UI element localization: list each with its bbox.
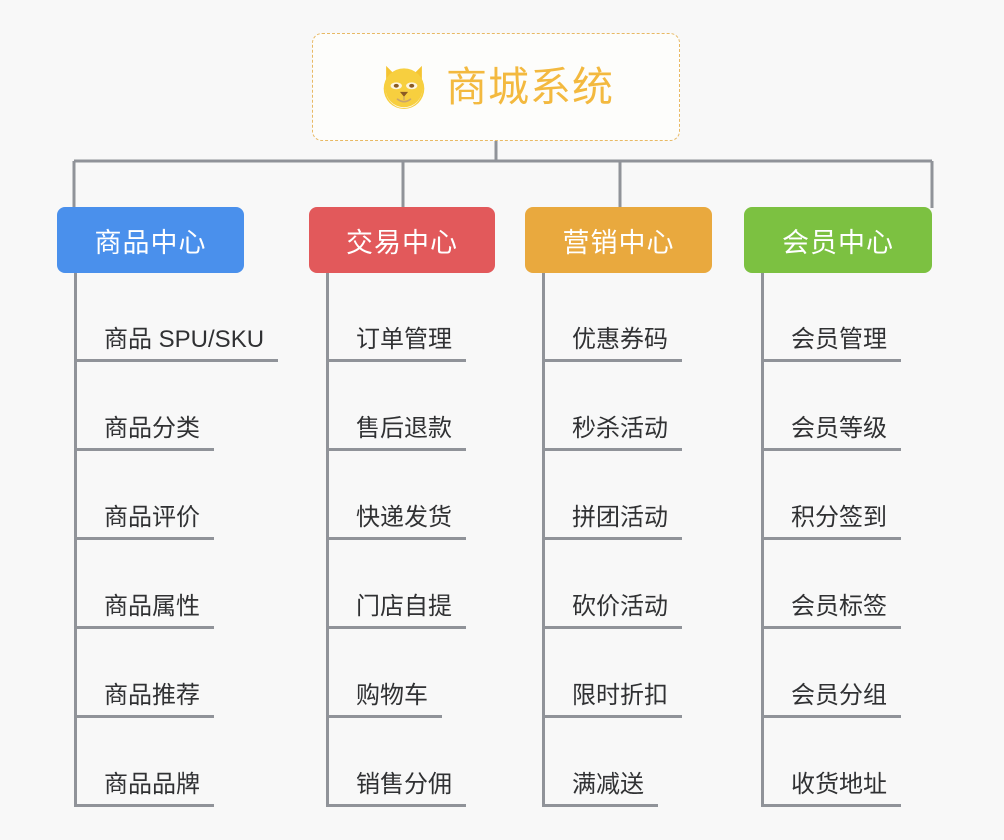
leaf-label: 拼团活动	[542, 504, 682, 540]
leaf-label: 商品推荐	[74, 682, 214, 718]
branch-trunk-4	[761, 273, 764, 807]
root-title: 商城系统	[446, 63, 614, 110]
list-item[interactable]: 收货地址	[761, 718, 901, 807]
shiba-dog-emoji	[383, 65, 425, 110]
branch-label-4: 会员中心	[782, 227, 894, 258]
leaf-label: 门店自提	[326, 593, 466, 629]
list-item[interactable]: 商品品牌	[74, 718, 278, 807]
leaf-list-3: 优惠券码 秒杀活动 拼团活动 砍价活动 限时折扣 满减送	[542, 273, 682, 807]
branch-label-2: 交易中心	[346, 227, 458, 258]
leaf-label: 限时折扣	[542, 682, 682, 718]
leaf-label: 商品 SPU/SKU	[74, 326, 279, 362]
list-item[interactable]: 会员等级	[761, 362, 901, 451]
list-item[interactable]: 会员管理	[761, 273, 901, 362]
list-item[interactable]: 订单管理	[326, 273, 466, 362]
list-item[interactable]: 商品分类	[74, 362, 278, 451]
list-item[interactable]: 拼团活动	[542, 451, 682, 540]
list-item[interactable]: 商品属性	[74, 540, 278, 629]
leaf-label: 商品属性	[74, 593, 214, 629]
leaf-label: 满减送	[542, 771, 658, 807]
leaf-label: 订单管理	[326, 326, 466, 362]
list-item[interactable]: 售后退款	[326, 362, 466, 451]
branch-header-4[interactable]: 会员中心	[744, 207, 932, 273]
list-item[interactable]: 积分签到	[761, 451, 901, 540]
list-item[interactable]: 会员分组	[761, 629, 901, 718]
leaf-label: 快递发货	[326, 504, 466, 540]
root-node[interactable]: 商城系统	[312, 33, 680, 141]
leaf-label: 商品评价	[74, 504, 214, 540]
leaf-label: 优惠券码	[542, 326, 682, 362]
list-item[interactable]: 门店自提	[326, 540, 466, 629]
list-item[interactable]: 会员标签	[761, 540, 901, 629]
branch-label-1: 商品中心	[94, 227, 207, 258]
leaf-label: 积分签到	[761, 504, 901, 540]
leaf-label: 售后退款	[326, 415, 466, 451]
list-item[interactable]: 砍价活动	[542, 540, 682, 629]
leaf-label: 砍价活动	[542, 593, 682, 629]
leaf-label: 秒杀活动	[542, 415, 682, 451]
leaf-list-2: 订单管理 售后退款 快递发货 门店自提 购物车 销售分佣	[326, 273, 466, 807]
branch-header-2[interactable]: 交易中心	[309, 207, 495, 273]
leaf-label: 销售分佣	[326, 771, 466, 807]
branch-header-3[interactable]: 营销中心	[525, 207, 712, 273]
branch-trunk-1	[74, 273, 77, 807]
leaf-list-1: 商品 SPU/SKU 商品分类 商品评价 商品属性 商品推荐 商品品牌	[74, 273, 279, 807]
branch-trunk-2	[326, 273, 329, 807]
leaf-label: 会员标签	[761, 593, 901, 629]
leaf-list-4: 会员管理 会员等级 积分签到 会员标签 会员分组 收货地址	[761, 273, 901, 807]
leaf-label: 购物车	[326, 682, 442, 718]
leaf-label: 商品品牌	[74, 771, 214, 807]
list-item[interactable]: 秒杀活动	[542, 362, 682, 451]
leaf-label: 会员管理	[761, 326, 901, 362]
leaf-label: 商品分类	[74, 415, 214, 451]
leaf-label: 收货地址	[761, 771, 901, 807]
list-item[interactable]: 购物车	[326, 629, 466, 718]
list-item[interactable]: 满减送	[542, 718, 682, 807]
list-item[interactable]: 商品 SPU/SKU	[74, 273, 279, 362]
list-item[interactable]: 商品评价	[74, 451, 278, 540]
list-item[interactable]: 商品推荐	[74, 629, 278, 718]
branch-header-1[interactable]: 商品中心	[57, 207, 244, 273]
branch-label-3: 营销中心	[562, 227, 675, 258]
list-item[interactable]: 销售分佣	[326, 718, 466, 807]
list-item[interactable]: 优惠券码	[542, 273, 682, 362]
leaf-label: 会员分组	[761, 682, 901, 718]
list-item[interactable]: 快递发货	[326, 451, 466, 540]
list-item[interactable]: 限时折扣	[542, 629, 682, 718]
branch-trunk-3	[542, 273, 545, 807]
leaf-label: 会员等级	[761, 415, 901, 451]
